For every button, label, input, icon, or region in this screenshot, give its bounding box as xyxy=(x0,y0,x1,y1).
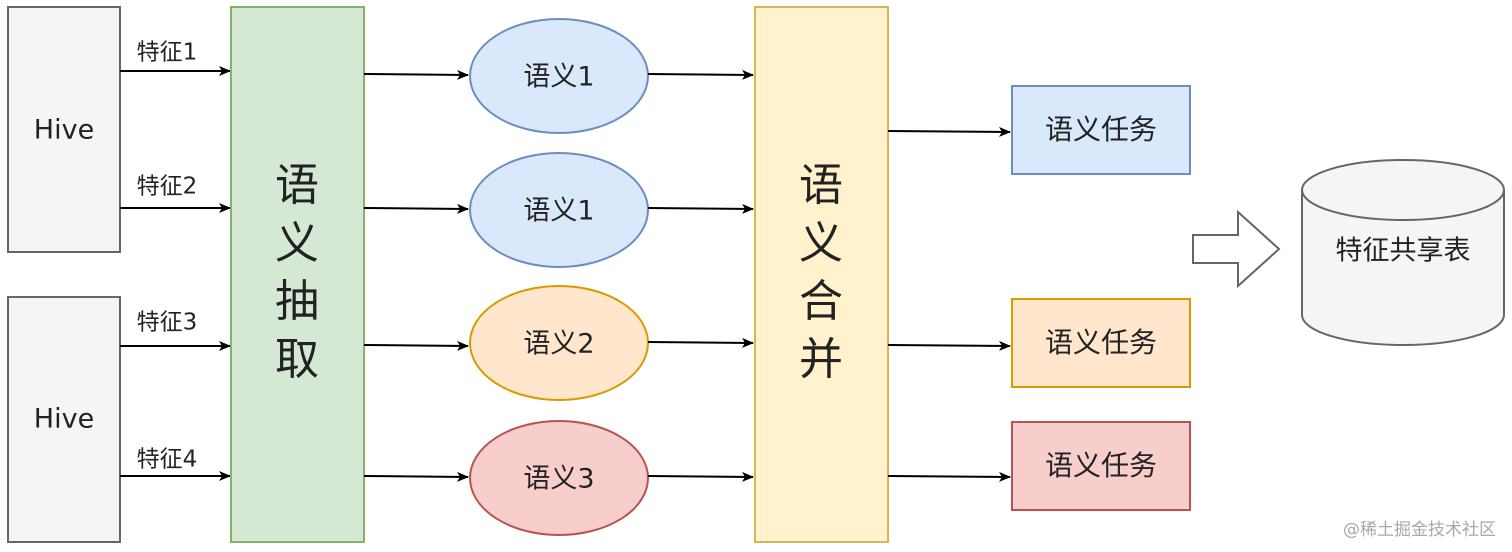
semantic-label-4: 语义3 xyxy=(523,464,594,495)
semantic-task-label-1: 语义任务 xyxy=(1045,113,1157,146)
merge-arrow-4 xyxy=(647,471,754,482)
semantic-task-box-3 xyxy=(1011,421,1191,511)
feature-label-3: 特征3 xyxy=(137,310,198,336)
merge-char-3: 合 xyxy=(799,276,843,327)
task-arrow-2 xyxy=(887,340,1011,351)
hive-label-2: Hive xyxy=(34,404,94,435)
semantic-task-label-2: 语义任务 xyxy=(1045,326,1157,359)
hive-box-1 xyxy=(7,6,121,253)
extraction-char-3: 抽 xyxy=(275,276,319,327)
semantic-node-2 xyxy=(469,152,649,268)
semantic-label-3: 语义2 xyxy=(523,329,594,360)
block-arrow-icon xyxy=(1192,209,1281,289)
extract-arrow-3 xyxy=(363,340,469,351)
semantic-task-box-2 xyxy=(1011,298,1191,388)
extract-arrow-4 xyxy=(363,471,469,482)
watermark: @稀土掘金技术社区 xyxy=(1343,520,1496,540)
semantic-extraction-box xyxy=(230,6,365,543)
extraction-char-2: 义 xyxy=(275,218,319,269)
merge-char-1: 语 xyxy=(799,160,843,211)
feature-label-4: 特征4 xyxy=(137,447,198,473)
semantic-merge-box xyxy=(754,6,889,543)
extraction-char-4: 取 xyxy=(275,334,319,385)
shared-table-label: 特征共享表 xyxy=(1336,236,1471,267)
extract-arrow-2 xyxy=(363,203,469,214)
task-arrow-3 xyxy=(887,471,1011,482)
semantic-task-label-3: 语义任务 xyxy=(1045,449,1157,482)
feature-label-2: 特征2 xyxy=(137,174,198,200)
semantic-node-1 xyxy=(469,18,649,134)
hive-label-1: Hive xyxy=(34,115,94,146)
semantic-node-4 xyxy=(469,420,649,536)
task-arrow-1 xyxy=(887,126,1011,137)
merge-arrow-3 xyxy=(647,337,754,348)
merge-char-2: 义 xyxy=(799,218,843,269)
database-cylinder-icon xyxy=(1301,159,1505,346)
merge-arrow-2 xyxy=(647,203,754,214)
semantic-label-1: 语义1 xyxy=(523,62,594,93)
extraction-char-1: 语 xyxy=(275,160,319,211)
merge-char-4: 并 xyxy=(799,334,843,385)
hive-box-2 xyxy=(7,296,121,543)
feature-label-1: 特征1 xyxy=(137,40,198,66)
extract-arrow-1 xyxy=(363,69,469,80)
semantic-task-box-1 xyxy=(1011,85,1191,175)
merge-arrow-1 xyxy=(647,69,754,80)
semantic-label-2: 语义1 xyxy=(523,196,594,227)
